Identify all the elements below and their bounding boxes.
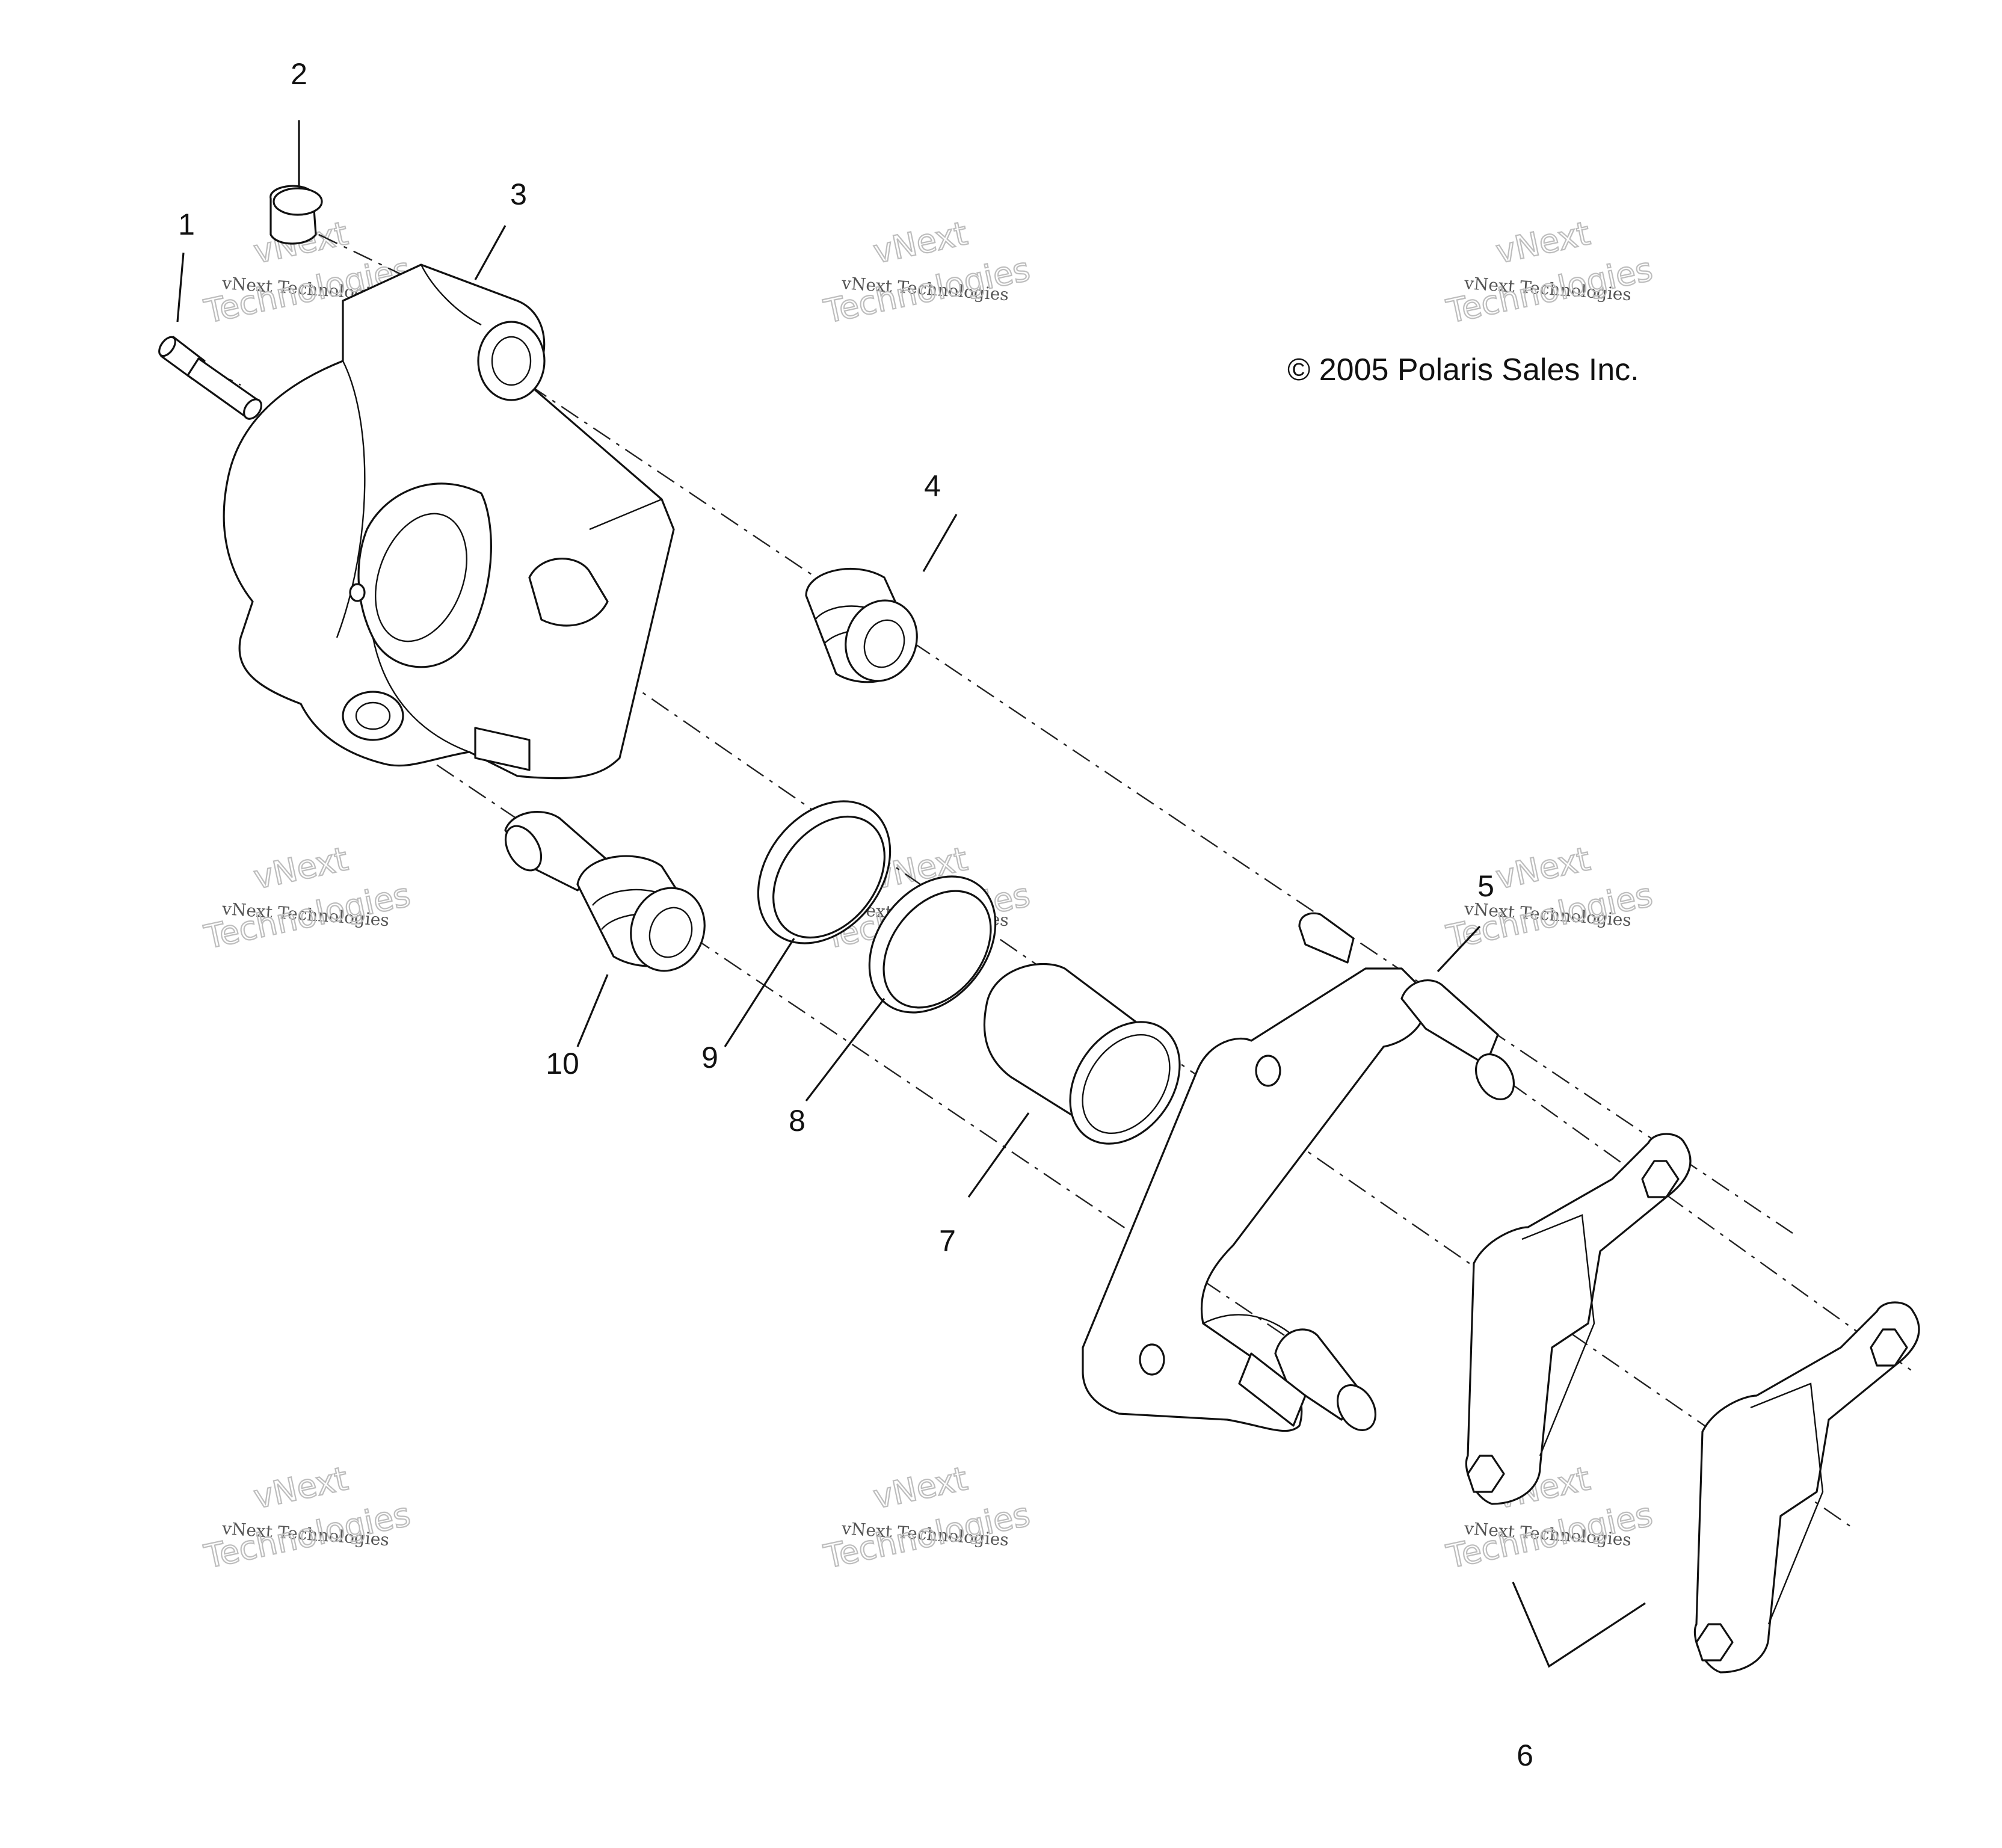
callout-2: 2 [291, 57, 307, 91]
slide-pin-lower [504, 811, 706, 972]
piston-seal [757, 800, 892, 944]
callout-1: 1 [178, 208, 195, 241]
svg-text:Technologies: Technologies [1443, 250, 1656, 331]
brake-pad-inner [1465, 1133, 1692, 1505]
callout-3: 3 [510, 177, 527, 211]
dust-seal [868, 875, 997, 1014]
svg-text:Technologies: Technologies [821, 250, 1033, 331]
leader-lines [176, 120, 1646, 1668]
svg-text:vNext: vNext [250, 1459, 351, 1516]
watermark: vNext vNext Technologies Technologies [820, 1459, 1034, 1577]
watermark: vNext vNext Technologies Technologies [200, 1459, 414, 1577]
callout-6: 6 [1517, 1739, 1533, 1772]
svg-text:Technologies: Technologies [821, 1495, 1033, 1576]
bleeder-cap [270, 185, 323, 245]
caliper-body [223, 263, 675, 780]
svg-text:Technologies: Technologies [201, 876, 413, 956]
svg-text:vNext: vNext [870, 214, 970, 271]
svg-text:Technologies: Technologies [201, 1495, 413, 1576]
callout-5: 5 [1477, 869, 1494, 903]
svg-text:vNext: vNext [1492, 840, 1593, 896]
bleeder-screw [158, 336, 262, 420]
svg-text:vNext: vNext [1492, 214, 1593, 271]
callout-10: 10 [546, 1047, 579, 1080]
caliper-bracket [1082, 912, 1515, 1432]
brake-pad-outer [1693, 1301, 1920, 1674]
svg-text:Technologies: Technologies [1443, 876, 1656, 956]
callout-9: 9 [701, 1041, 718, 1074]
watermark: vNext vNext Technologies Technologies [200, 839, 414, 957]
svg-text:vNext: vNext [870, 1459, 970, 1516]
svg-text:vNext: vNext [250, 840, 351, 896]
callout-numbers: 1 2 3 4 5 6 7 8 9 10 [178, 57, 1533, 1772]
callout-7: 7 [939, 1224, 956, 1258]
callout-4: 4 [924, 469, 941, 503]
watermark: vNext vNext Technologies Technologies [1443, 214, 1657, 331]
watermark: vNext vNext Technologies Technologies [1443, 839, 1657, 957]
copyright-notice: © 2005 Polaris Sales Inc. [1287, 353, 1639, 387]
watermark: vNext vNext Technologies Technologies [820, 214, 1034, 331]
piston [983, 963, 1181, 1145]
callout-8: 8 [789, 1104, 805, 1138]
svg-text:Technologies: Technologies [1443, 1495, 1656, 1576]
boot-upper [805, 568, 918, 683]
